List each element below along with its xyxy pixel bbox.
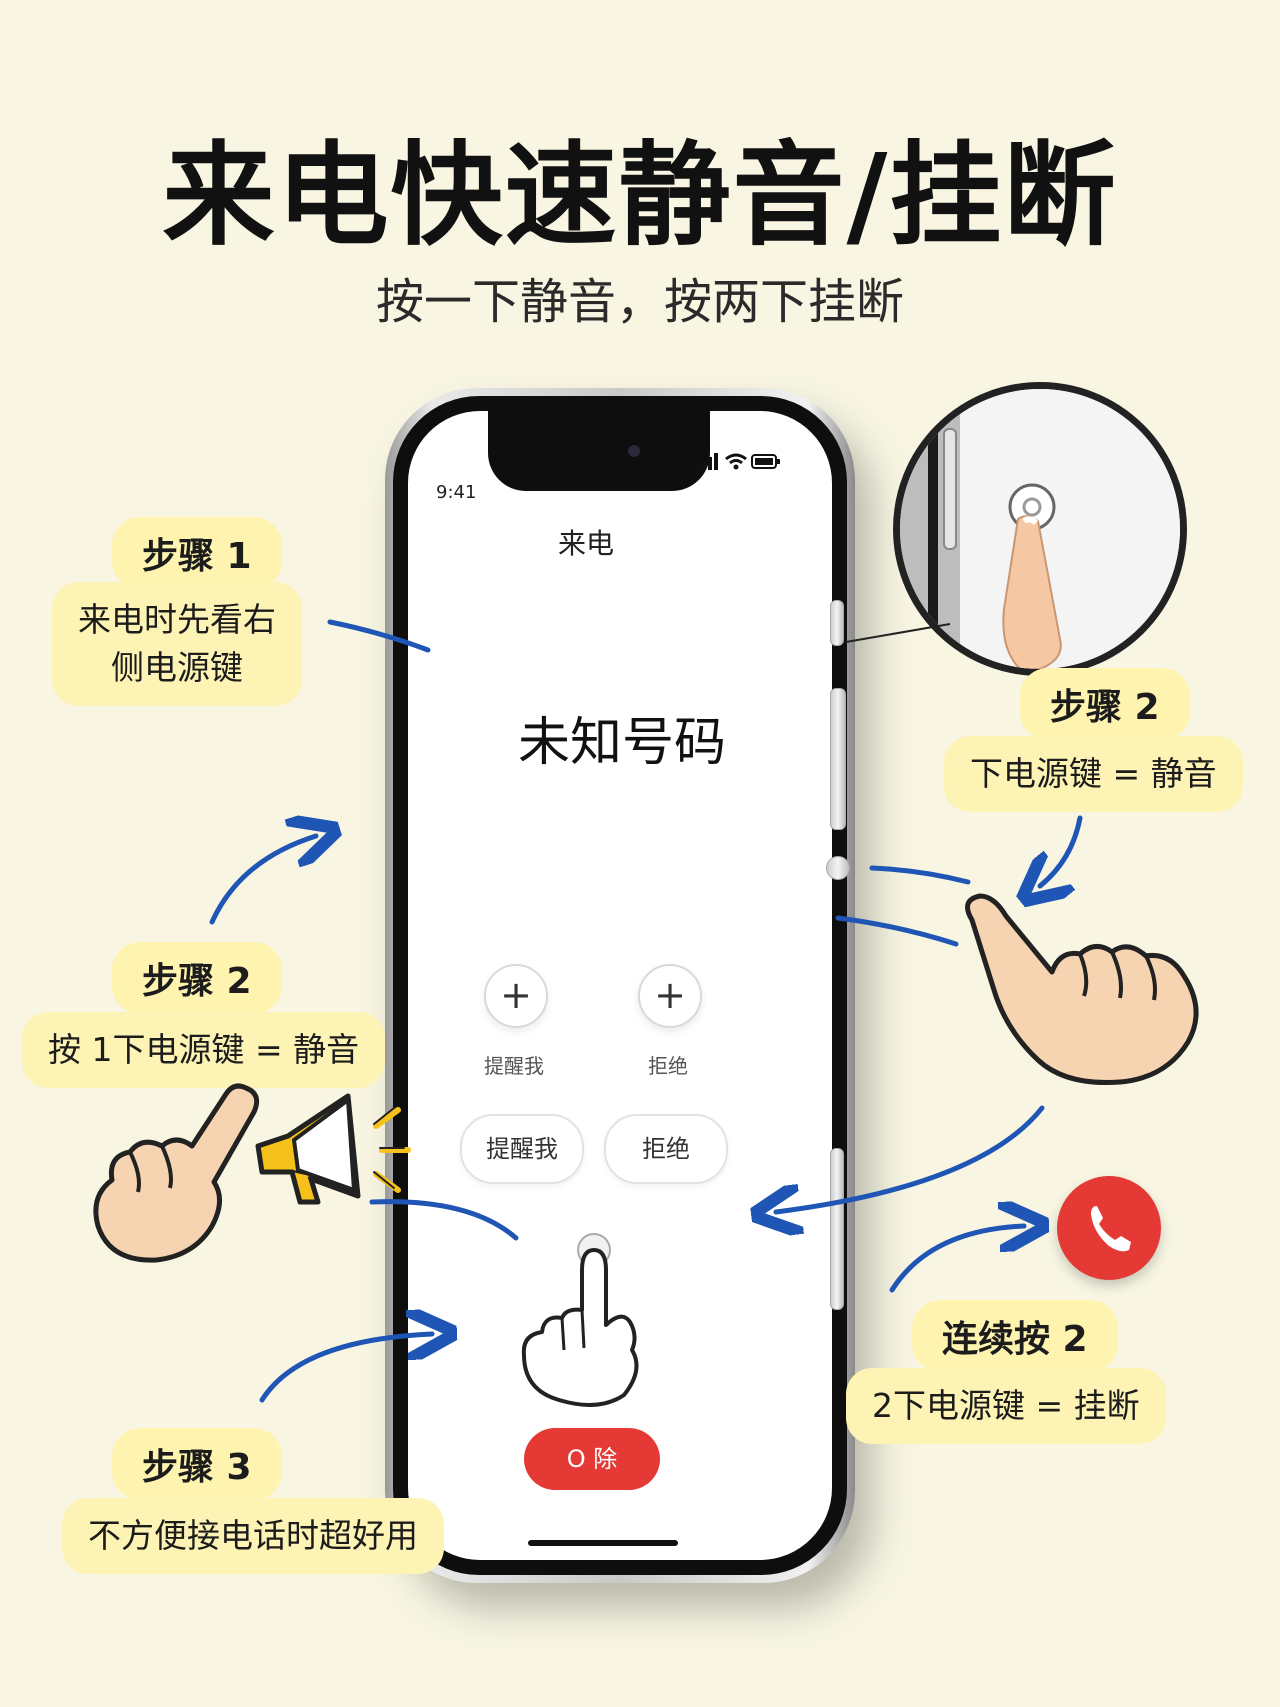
screen-title: 来电 [558,527,615,560]
camera-icon [628,445,640,457]
megaphone-icon [255,1093,411,1205]
signal-icon [696,453,718,470]
step2-right-pill: 步骤 2 [1020,668,1190,740]
decline-button[interactable]: 拒绝 [604,1114,728,1184]
motion-line-1 [869,865,971,885]
status-time: 9:41 [436,482,477,503]
phone-notch [488,411,710,491]
step1-text-line1: 来电时先看右 [78,600,276,639]
page-title: 来电快速静音/挂断 [162,131,1118,261]
arrow-to-call [889,1226,1024,1293]
power-button-zoom [893,382,1187,676]
remind-me-circle-button[interactable]: + [484,964,548,1028]
arrow-step2-up [209,836,316,925]
step3-pill: 步骤 3 [112,1428,282,1500]
arrow-step1 [327,619,431,653]
continuous-pill: 连续按 2 [912,1300,1118,1372]
decline-label: 拒绝 [648,1054,688,1078]
home-indicator [528,1540,678,1546]
step1-pill: 步骤 1 [112,517,282,589]
motion-line-2 [835,915,959,947]
caller-name: 未知号码 [517,713,726,773]
arrow-step2-right-down [1040,815,1083,886]
arrow-step3-up [259,1334,432,1403]
arrow-right-long [776,1105,1045,1212]
side-sensor-icon [826,856,850,880]
step1-card: 来电时先看右 侧电源键 [52,582,302,706]
status-icons [694,450,784,476]
hang-up-icon [1057,1176,1161,1280]
side-button-bottom[interactable] [830,1148,844,1310]
page-subtitle: 按一下静音，按两下挂断 [375,274,904,330]
step1-text-line2: 侧电源键 [111,648,243,687]
step2-left-pill: 步骤 2 [112,942,282,1014]
remind-me-label: 提醒我 [484,1054,544,1078]
red-action-button[interactable]: O 除 [524,1428,660,1490]
step2-right-card: 下电源键 = 静音 [944,736,1243,812]
step3-card: 不方便接电话时超好用 [62,1498,444,1574]
remind-me-button[interactable]: 提醒我 [460,1114,584,1184]
battery-icon [751,454,780,469]
side-button-top[interactable] [830,600,844,646]
decline-circle-button[interactable]: + [638,964,702,1028]
tap-hand-icon [521,1233,639,1407]
wifi-icon [725,453,747,470]
step2-left-card: 按 1下电源键 = 静音 [22,1012,386,1088]
pointing-hand-right-icon [965,893,1199,1085]
continuous-card: 2下电源键 = 挂断 [846,1368,1166,1444]
arrow-megaphone [369,1199,519,1241]
power-button[interactable] [830,688,846,830]
zoom-pointer-line [845,623,951,643]
pointing-hand-left-icon [93,1083,260,1263]
